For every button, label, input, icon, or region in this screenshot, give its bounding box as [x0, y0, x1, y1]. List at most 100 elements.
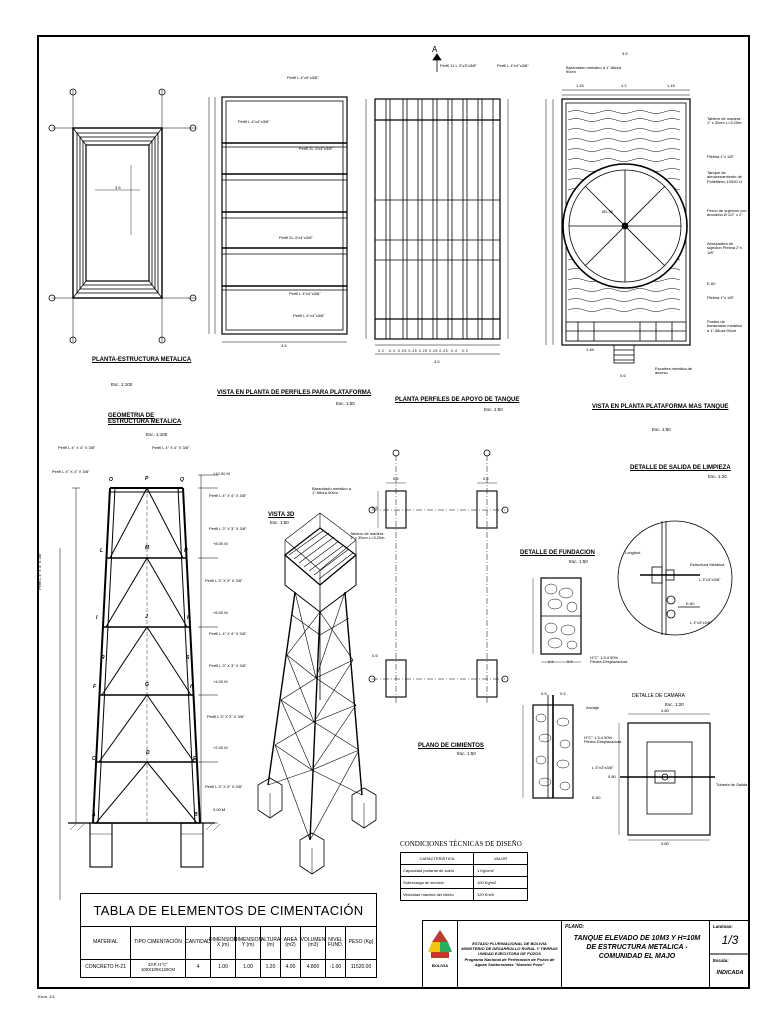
perfil-callout: Perfil L 4"x4"x3/8"	[287, 75, 319, 80]
anclaje-callout: L 3"x3"x3/8"	[592, 765, 614, 770]
geometria-callout: Perfil L 3" X 3" X 3/8"	[205, 578, 243, 583]
table-row: CONCRETO H-21 ZAP. H°C° 100X100X120CM 4 …	[81, 959, 376, 977]
org-cell: ESTADO PLURINACIONAL DE BOLIVIA MINISTER…	[458, 920, 562, 988]
fundacion-dim: 0.5	[567, 659, 573, 664]
header-cell: VALOR	[493, 856, 508, 861]
design-conditions-table: CARACTERISTICA VALOR Capacidad portante …	[400, 852, 528, 901]
geometria-scale: Esc. 1:100	[146, 432, 168, 437]
vista-perfiles-drawing	[208, 96, 348, 343]
camara-dim: 0.80	[608, 774, 616, 779]
table-cell: 4	[186, 959, 211, 977]
node-label: J	[145, 614, 148, 620]
foundation-table-title: TABLA DE ELEMENTOS DE CIMENTACIÓN	[81, 894, 376, 927]
org-line: Aguas Subterraneas "Nuestro Pozo"	[474, 962, 545, 968]
perfil-callout: Perfil 2L 4"x4"x3/8"	[279, 235, 313, 240]
camara-dim: 0.80	[661, 708, 669, 713]
tanque-dim: 1.15	[667, 83, 675, 88]
salida-callout: Estructura Metalica	[690, 562, 725, 567]
perfiles-apoyo-scale: Esc. 1:50	[484, 407, 503, 412]
table-row: Sobrecarga de servicio 100 Kg/m2	[401, 877, 527, 889]
table-cell: 4.00	[281, 959, 301, 977]
table-cell: 11520.00	[350, 964, 372, 971]
title-block	[422, 920, 750, 988]
plataforma-tanque-scale: Esc. 1:50	[652, 427, 671, 432]
tanque-callout: Abrazadera de sujecion Pletina 2"x 1/8"	[707, 241, 742, 255]
header-cell: MATERIAL	[81, 927, 131, 959]
design-conditions-title: CONDICIONES TÉCNICAS DE DISEÑO	[400, 840, 522, 848]
level-label: +2.00 M	[213, 745, 228, 750]
geometria-callout: Perfil L 3" X 3" X 3/8"	[209, 526, 247, 531]
fundacion-title: DETALLE DE FUNDACION	[520, 550, 595, 556]
table-cell: 1.20	[261, 959, 281, 977]
level-label: +4.00 M	[213, 679, 228, 684]
perfil-callout: Perfil L 4"x4"x3/8"	[497, 63, 529, 68]
anclaje-dim: 0.5	[560, 691, 566, 696]
node-label: F	[93, 684, 97, 690]
planta-estructura-dim: 3.5	[115, 185, 121, 190]
planta-estructura-title: PLANTA-ESTRUCTURA METALICA	[92, 357, 192, 363]
salida-scale: Esc. 1:20	[708, 474, 727, 479]
cimientos-title: PLANO DE CIMIENTOS	[418, 743, 484, 749]
table-cell: CONCRETO H-21	[81, 959, 131, 977]
vista-3d-callout: Barandado metalico a 1" Altura 90cm	[312, 486, 351, 496]
table-cell: 1.00	[211, 959, 236, 977]
fundacion-dim: 0.5	[548, 659, 554, 664]
logo-text: BOLIVIA	[431, 963, 449, 968]
fundacion-drawing	[532, 577, 582, 663]
salida-callout: L 3"x3"x3/8"	[699, 577, 721, 582]
camara-dim: 0.80	[661, 841, 669, 846]
node-label: S	[186, 655, 190, 661]
node-label: L	[100, 548, 104, 554]
salida-callout: E-60	[686, 601, 695, 606]
logo-cell: BOLIVIA	[422, 920, 458, 988]
camara-callout: Tuberia de Salida	[716, 782, 748, 787]
table-row: Capacidad portante de suelo 1 Kg/cm2	[401, 865, 527, 877]
perfil-callout: Perfil L 4"x4"x3/8"	[293, 313, 325, 318]
cimientos-dim: 0.5	[372, 505, 378, 510]
perfiles-apoyo-drawing	[365, 53, 509, 355]
camara-title: DETALLE DE CAMARA	[632, 693, 685, 699]
geometria-side-label: Perfil L 4" X 4" X 3/8"	[37, 552, 42, 590]
vista-3d-callout: Tablero de madera 1" x 30cm L=3.20m	[350, 531, 385, 541]
org-line: Programa Nacional de Perforación de Pozo…	[464, 956, 555, 962]
cimientos-drawing	[368, 449, 509, 705]
anclaje-callout: H°C° 1:3:4 50% Piedra Desplazadora	[584, 735, 622, 745]
node-label: R	[101, 655, 105, 661]
node-label: P	[145, 476, 149, 482]
planta-estructura-scale: Esc. 1:100	[111, 382, 133, 387]
header-cell: NIVEL FUND.	[326, 927, 346, 959]
cimientos-dim: 0.5	[393, 476, 399, 481]
tanque-diameter: Ø2.35	[602, 209, 613, 214]
table-row: Velocidad maxima del viento 120 Km/h	[401, 889, 527, 900]
header-cell: VOLUMEN (m3)	[301, 927, 326, 959]
tanque-callout: Tanque de almacenamiento de Polietileno …	[707, 170, 743, 184]
vista-3d-drawing	[257, 512, 377, 875]
fundacion-scale: Esc. 1:50	[569, 559, 588, 564]
geometria-title: GEOMETRIA DE ESTRUCTURA METALICA	[108, 413, 182, 425]
table-cell: 120 Km/h	[477, 892, 495, 897]
node-label: Q	[180, 477, 184, 483]
escala-label: Escala:	[713, 958, 729, 963]
header-cell: CANTIDAD	[185, 927, 211, 959]
salida-title: DETALLE DE SALIDA DE LIMPIEZA	[630, 465, 731, 471]
level-label: 0.00 M	[213, 807, 226, 812]
geometria-callout: Perfil L 4" X 4" X 3/8"	[209, 493, 247, 498]
cimientos-dim: 0.5	[483, 476, 489, 481]
table-cell: 100 Kg/m2	[477, 880, 497, 885]
tanque-callout: Pletina 1"x 1/8"	[707, 154, 735, 159]
tanque-callout: Pletina 1"x 1/8"	[707, 295, 735, 300]
header-cell: DIMENSION Y (m)	[234, 927, 262, 959]
plano-title: TANQUE ELEVADO DE 10M3 Y H=10M DE ESTRUC…	[573, 935, 701, 961]
salida-callout: Longitud	[625, 550, 641, 555]
vista-3d-scale: Esc. 1:50	[270, 520, 289, 525]
vista-3d-title: VISTA 3D	[268, 512, 295, 518]
table-cell: -1.00	[326, 959, 346, 977]
anclaje-callout: E-60	[592, 795, 601, 800]
cimientos-scale: Esc. 1:50	[457, 751, 476, 756]
geometria-callout: Perfil L 4" X 4" X 3/8"	[52, 469, 90, 474]
header-cell: AREA (m2)	[281, 927, 301, 959]
geometria-callout: Perfil L 4" X 4" X 3/8"	[58, 445, 96, 450]
plataforma-tanque-drawing	[545, 89, 691, 364]
